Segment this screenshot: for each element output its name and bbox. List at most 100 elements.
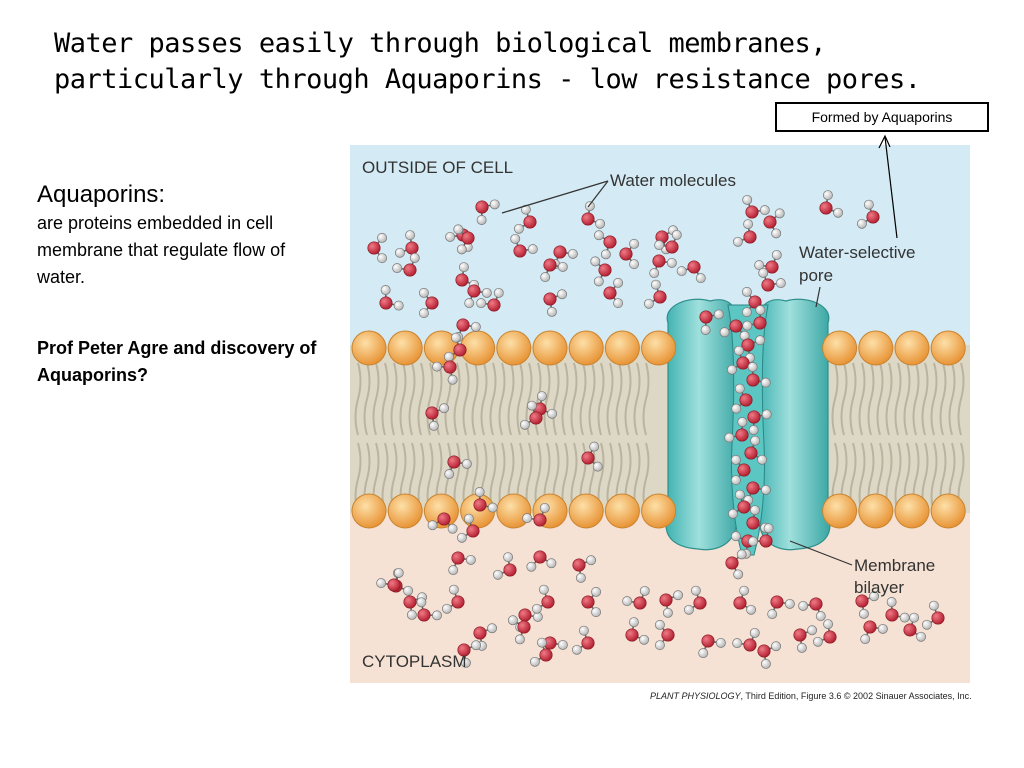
water-molecule	[522, 502, 550, 527]
water-molecule	[492, 552, 517, 580]
lipid-head	[641, 330, 677, 366]
water-molecule	[731, 383, 753, 414]
water-molecule	[529, 637, 553, 667]
water-molecule	[507, 615, 531, 645]
water-molecule	[572, 555, 597, 583]
lipid-heads	[351, 330, 966, 529]
protein-right-half	[756, 298, 831, 551]
water-molecule	[885, 597, 910, 623]
lipid-head	[858, 493, 894, 529]
water-molecule	[812, 619, 837, 647]
water-molecule	[376, 567, 404, 592]
water-molecule	[819, 190, 844, 218]
label-membrane: Membrane	[854, 556, 935, 575]
water-molecule	[444, 455, 472, 480]
water-molecule	[903, 612, 927, 642]
water-molecule	[441, 584, 465, 614]
lipid-head	[568, 330, 604, 366]
water-molecule	[543, 289, 568, 317]
water-molecule	[473, 487, 498, 513]
water-molecule	[732, 219, 757, 247]
title-line-1: Water passes easily through biological m…	[54, 28, 827, 59]
label-pore: pore	[799, 266, 833, 285]
water-molecule	[643, 279, 667, 309]
water-molecule	[476, 287, 504, 312]
water-molecule	[742, 194, 770, 219]
water-molecule	[727, 489, 751, 519]
water-molecule	[619, 238, 640, 270]
water-molecule	[698, 634, 726, 659]
lipid-head	[387, 330, 423, 366]
lipid-head	[894, 493, 930, 529]
water-molecule	[654, 229, 682, 254]
figure-credit: PLANT PHYSIOLOGY, Third Edition, Figure …	[650, 691, 972, 701]
lipid-head	[930, 330, 966, 366]
lipid-head	[822, 330, 858, 366]
lipid-head	[496, 330, 532, 366]
water-molecule	[473, 623, 498, 651]
water-molecule	[513, 204, 537, 234]
pointer-water-1	[501, 180, 609, 214]
water-molecule	[746, 362, 771, 388]
water-molecule	[416, 597, 442, 622]
water-molecule	[719, 319, 750, 341]
lipid-head	[858, 330, 894, 366]
water-molecule	[367, 232, 388, 264]
lipid-head	[822, 493, 858, 529]
water-molecule	[676, 260, 706, 284]
aquaporin-diagram: OUTSIDE OF CELL Water molecules Water-se…	[350, 145, 970, 683]
water-molecule	[571, 625, 595, 655]
water-molecule	[724, 417, 749, 443]
lipid-head	[496, 493, 532, 529]
water-molecule	[475, 199, 500, 225]
membrane-core	[350, 345, 970, 513]
water-molecule	[754, 249, 782, 274]
water-molecule	[793, 625, 818, 653]
water-molecule	[742, 305, 767, 331]
water-molecule	[741, 286, 762, 318]
water-molecule	[526, 550, 557, 572]
water-molecule	[581, 441, 603, 472]
protein-left-half	[665, 298, 740, 551]
water-molecule	[767, 595, 795, 620]
pointer-water-2	[587, 180, 609, 208]
lipid-head	[641, 493, 677, 529]
pointer-pore	[815, 286, 821, 308]
lipid-head	[387, 493, 423, 529]
label-water-selective: Water-selective	[799, 243, 916, 262]
water-molecule	[432, 360, 458, 385]
water-molecule	[593, 230, 617, 260]
credit-book: PLANT PHYSIOLOGY	[650, 691, 741, 701]
label-outside-of-cell: OUTSIDE OF CELL	[362, 158, 513, 177]
water-molecule	[798, 597, 826, 622]
water-molecule	[519, 400, 543, 430]
lipid-head	[532, 330, 568, 366]
water-molecule	[747, 409, 772, 435]
water-molecule	[581, 201, 606, 229]
water-molecule	[625, 617, 650, 645]
water-molecule	[510, 233, 538, 258]
water-molecule	[425, 403, 450, 431]
water-molecule	[443, 332, 467, 362]
sidebar-question: Prof Peter Agre and discovery of Aquapor…	[37, 338, 317, 385]
lipid-tail	[894, 362, 902, 514]
water-molecule	[748, 523, 774, 548]
water-molecule	[763, 208, 785, 239]
water-molecule	[603, 277, 624, 309]
water-molecule	[730, 454, 751, 486]
water-molecule	[757, 641, 782, 669]
water-molecule	[743, 481, 771, 506]
water-molecule	[654, 619, 675, 651]
water-molecule	[683, 585, 707, 615]
lipid-tail	[930, 362, 938, 514]
water-molecule	[725, 549, 747, 580]
water-molecule	[744, 435, 768, 465]
water-molecule	[392, 252, 420, 277]
label-cytoplasm: CYTOPLASM	[362, 652, 467, 671]
water-molecule	[649, 254, 677, 279]
lipid-tail	[858, 362, 866, 514]
water-molecule	[758, 267, 786, 292]
water-molecule	[379, 285, 404, 311]
callout-box: Formed by Aquaporins	[775, 102, 989, 132]
lipid-head	[894, 330, 930, 366]
